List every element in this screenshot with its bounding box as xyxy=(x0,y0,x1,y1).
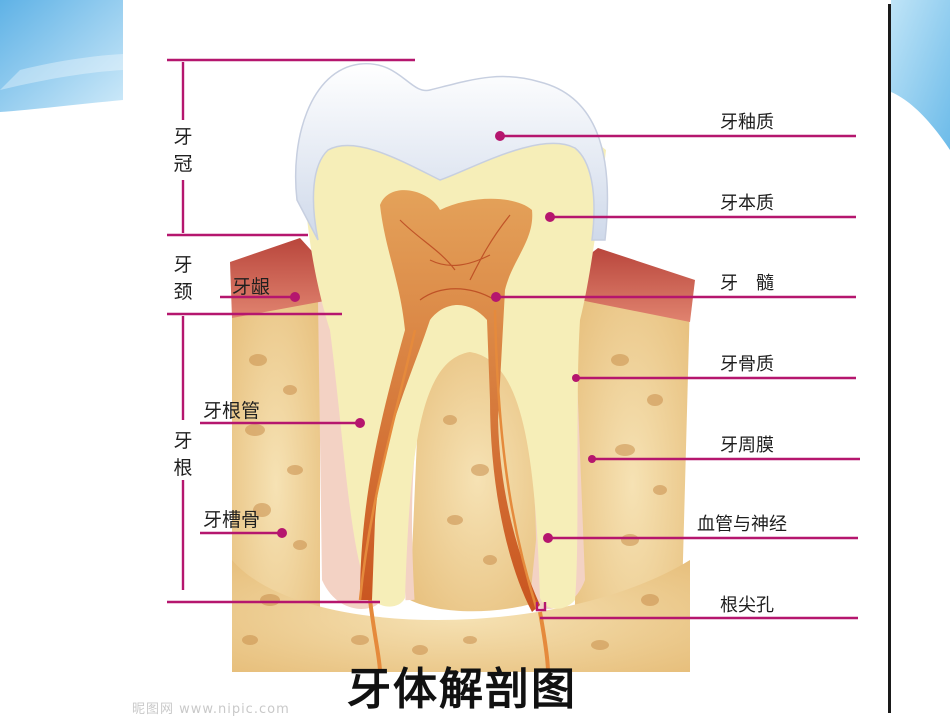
region-neck-label: 牙 颈 xyxy=(173,254,193,303)
leader-dots xyxy=(277,131,596,543)
label-enamel: 牙釉质 xyxy=(720,112,774,133)
leader-lines xyxy=(167,58,860,620)
watermark: 昵图网 www.nipic.com xyxy=(132,702,290,717)
region-crown-label: 牙 冠 xyxy=(173,126,193,175)
label-pulp: 牙 髓 xyxy=(720,273,774,294)
panel-border xyxy=(888,4,891,713)
alveolar-bone-shape xyxy=(232,300,320,670)
label-apical-foramen: 根尖孔 xyxy=(720,595,774,616)
label-root-canal: 牙根管 xyxy=(203,400,261,422)
label-vessels-nerves: 血管与神经 xyxy=(697,514,787,535)
label-gum: 牙龈 xyxy=(232,276,271,298)
label-dentin: 牙本质 xyxy=(720,193,774,214)
diagram-title: 牙体解剖图 xyxy=(347,664,577,715)
enamel-shape xyxy=(294,63,609,241)
label-cementum: 牙骨质 xyxy=(720,354,774,375)
label-alveolar-bone: 牙槽骨 xyxy=(203,509,261,531)
region-root-label: 牙 根 xyxy=(173,430,193,479)
label-periodontal-membrane: 牙周膜 xyxy=(720,435,774,456)
